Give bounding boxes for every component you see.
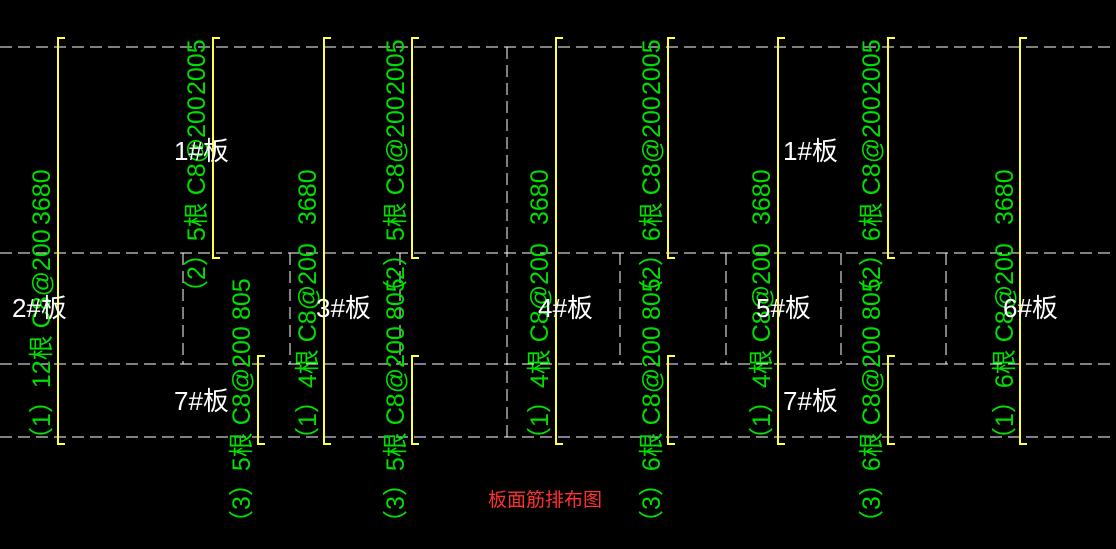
rebar-length-r9: 805 — [638, 278, 666, 320]
rebar-bracket-r4 — [323, 37, 331, 445]
rebar-text-r12: （3）6根 C8@200 — [858, 326, 886, 535]
plate-label-6: 6#板 — [1003, 293, 1058, 323]
rebar-bracket-r9 — [667, 355, 675, 445]
drawing-title: 板面筋排布图 — [488, 489, 602, 511]
rebar-length-r5: 2005 — [382, 39, 410, 95]
plate-label-1a: 1#板 — [174, 136, 229, 166]
rebar-bracket-r10 — [777, 37, 785, 445]
plate-label-3: 3#板 — [316, 293, 371, 323]
rebar-text-r6: （3）5根 C8@200 — [382, 326, 410, 535]
rebar-text-r2: （2）5根 C8@200 — [183, 96, 211, 305]
rebar-text-r5: （2）5根 C8@200 — [382, 96, 410, 305]
rebar-length-r11: 2005 — [858, 39, 886, 95]
rebar-text-r13: （1）6根 C8@200 — [991, 243, 1019, 452]
rebar-length-r7: 3680 — [526, 169, 554, 225]
rebar-bracket-r8 — [667, 37, 675, 259]
plate-label-5: 5#板 — [756, 293, 811, 323]
rebar-length-r8: 2005 — [638, 39, 666, 95]
rebar-descriptions: （1）12根 C8@200 3680 （2）5根 C8@200 2005 （3）… — [28, 39, 1019, 535]
rebar-text-r8: （2）6根 C8@200 — [638, 96, 666, 305]
plate-label-7b: 7#板 — [783, 386, 838, 416]
plate-label-4: 4#板 — [538, 293, 593, 323]
rebar-length-r13: 3680 — [991, 169, 1019, 225]
rebar-length-r2: 2005 — [183, 39, 211, 95]
rebar-text-r10: （1）4根 C8@200 — [748, 243, 776, 452]
rebar-text-r1: （1）12根 C8@200 — [28, 229, 56, 452]
rebar-length-r3: 805 — [228, 278, 256, 320]
rebar-text-r11: （2）6根 C8@200 — [858, 96, 886, 305]
rebar-bracket-r12 — [887, 355, 895, 445]
plate-label-7a: 7#板 — [174, 386, 229, 416]
rebar-bracket-r13 — [1019, 37, 1027, 445]
rebar-length-r12: 805 — [858, 278, 886, 320]
rebar-text-r9: （3）6根 C8@200 — [638, 326, 666, 535]
rebar-bracket-r1 — [57, 37, 65, 445]
rebar-bracket-r11 — [887, 37, 895, 259]
rebar-length-r6: 805 — [382, 278, 410, 320]
rebar-length-r4: 3680 — [294, 169, 322, 225]
rebar-bracket-r7 — [555, 37, 563, 445]
grid-lines — [0, 46, 1116, 438]
rebar-bracket-r2 — [212, 37, 220, 259]
plate-label-2: 2#板 — [12, 293, 67, 323]
rebar-bracket-r3 — [257, 355, 265, 445]
plate-labels: 1#板 1#板 2#板 3#板 4#板 5#板 6#板 7#板 7#板 — [12, 136, 1058, 416]
plate-label-1b: 1#板 — [783, 136, 838, 166]
rebar-bracket-r5 — [411, 37, 419, 259]
rebar-length-r1: 3680 — [28, 169, 56, 225]
rebar-brackets — [57, 37, 1027, 445]
rebar-text-r7: （1）4根 C8@200 — [526, 243, 554, 452]
rebar-bracket-r6 — [411, 355, 419, 445]
rebar-text-r3: （3）5根 C8@200 — [228, 326, 256, 535]
rebar-length-r10: 3680 — [748, 169, 776, 225]
rebar-text-r4: （1）4根 C8@200 — [294, 243, 322, 452]
